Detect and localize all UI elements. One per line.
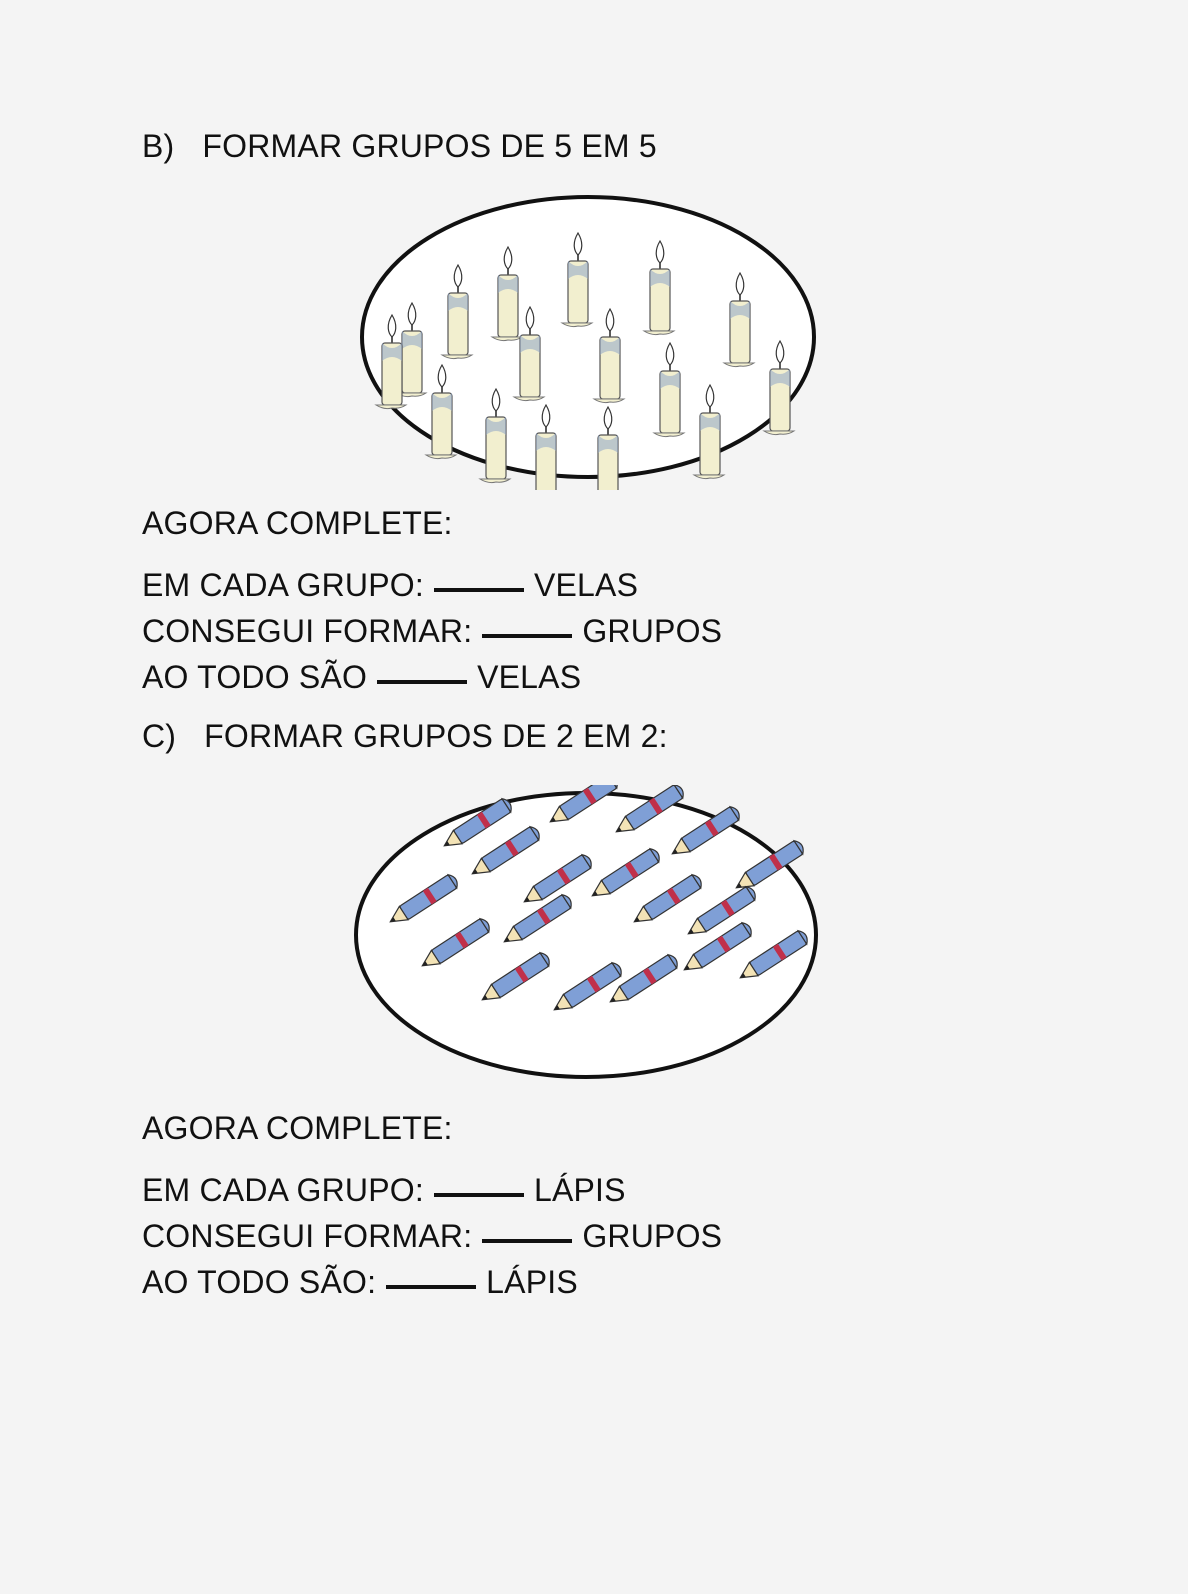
- pencil-icon: [553, 961, 622, 1011]
- candles-illustration: [350, 185, 825, 490]
- pencil-icon: [687, 885, 756, 935]
- candle-icon: [592, 307, 626, 404]
- pencil-icon: [739, 929, 808, 979]
- pencil-icon: [471, 825, 540, 875]
- section-c-letter: C): [142, 718, 177, 754]
- row-text-after: LÁPIS: [486, 1264, 578, 1300]
- section-c-row-1: EM CADA GRUPO: LÁPIS: [142, 1170, 626, 1210]
- candle-icon: [597, 405, 619, 490]
- pencils-illustration: [350, 785, 825, 1085]
- candle-icon: [535, 403, 557, 490]
- row-text-after: VELAS: [477, 659, 582, 695]
- row-text-after: GRUPOS: [582, 1218, 723, 1254]
- candle-icon: [440, 263, 474, 360]
- section-b-row-3: AO TODO SÃO VELAS: [142, 657, 581, 697]
- section-c-title: FORMAR GRUPOS DE 2 EM 2:: [204, 718, 668, 754]
- row-text-after: VELAS: [533, 567, 639, 603]
- row-text-before: EM CADA GRUPO:: [142, 567, 424, 603]
- answer-blank[interactable]: [377, 680, 468, 684]
- candle-icon: [512, 305, 546, 402]
- pencil-icon: [683, 921, 752, 971]
- answer-blank[interactable]: [482, 634, 573, 638]
- answer-blank[interactable]: [386, 1285, 477, 1289]
- row-text-before: CONSEGUI FORMAR:: [142, 1218, 473, 1254]
- section-c-row-2: CONSEGUI FORMAR: GRUPOS: [142, 1216, 722, 1256]
- row-text-before: CONSEGUI FORMAR:: [142, 613, 473, 649]
- pencil-icon: [609, 953, 678, 1003]
- answer-blank[interactable]: [433, 588, 524, 592]
- pencil-icon: [735, 839, 804, 889]
- pencil-icon: [389, 873, 458, 923]
- pencil-icon: [421, 917, 490, 967]
- pencil-icon: [523, 853, 592, 903]
- pencil-icon: [591, 847, 660, 897]
- pencils-oval: [354, 785, 818, 1079]
- section-b-heading: B) FORMAR GRUPOS DE 5 EM 5: [142, 126, 657, 166]
- candle-icon: [490, 245, 524, 342]
- candle-icon: [424, 363, 458, 460]
- row-text-after: GRUPOS: [582, 613, 723, 649]
- section-b-prompt: AGORA COMPLETE:: [142, 505, 453, 541]
- candle-icon: [642, 239, 676, 336]
- section-c-prompt: AGORA COMPLETE:: [142, 1110, 453, 1146]
- row-text-before: EM CADA GRUPO:: [142, 1172, 424, 1208]
- section-c-heading: C) FORMAR GRUPOS DE 2 EM 2:: [142, 716, 668, 756]
- candle-icon: [478, 387, 512, 484]
- section-b-title: FORMAR GRUPOS DE 5 EM 5: [202, 128, 657, 164]
- pencil-icon: [549, 785, 618, 823]
- answer-blank[interactable]: [482, 1239, 573, 1243]
- pencil-icon: [443, 797, 512, 847]
- candle-icon: [560, 231, 594, 328]
- candle-icon: [762, 339, 796, 436]
- pencil-icon: [615, 785, 684, 833]
- candle-icon: [374, 313, 408, 410]
- pencil-icon: [633, 873, 702, 923]
- row-text-before: AO TODO SÃO:: [142, 1264, 377, 1300]
- candles-oval: [360, 195, 816, 490]
- candle-icon: [692, 383, 726, 480]
- pencil-icon: [503, 893, 572, 943]
- row-text-after: LÁPIS: [533, 1172, 626, 1208]
- row-text-before: AO TODO SÃO: [142, 659, 368, 695]
- candle-icon: [722, 271, 756, 368]
- answer-blank[interactable]: [433, 1193, 524, 1197]
- section-c-row-3: AO TODO SÃO: LÁPIS: [142, 1262, 578, 1302]
- section-b-row-1: EM CADA GRUPO: VELAS: [142, 565, 638, 605]
- section-b-row-2: CONSEGUI FORMAR: GRUPOS: [142, 611, 722, 651]
- pencil-icon: [481, 951, 550, 1001]
- candle-icon: [652, 341, 686, 438]
- section-b-letter: B): [142, 128, 175, 164]
- pencil-icon: [671, 805, 740, 855]
